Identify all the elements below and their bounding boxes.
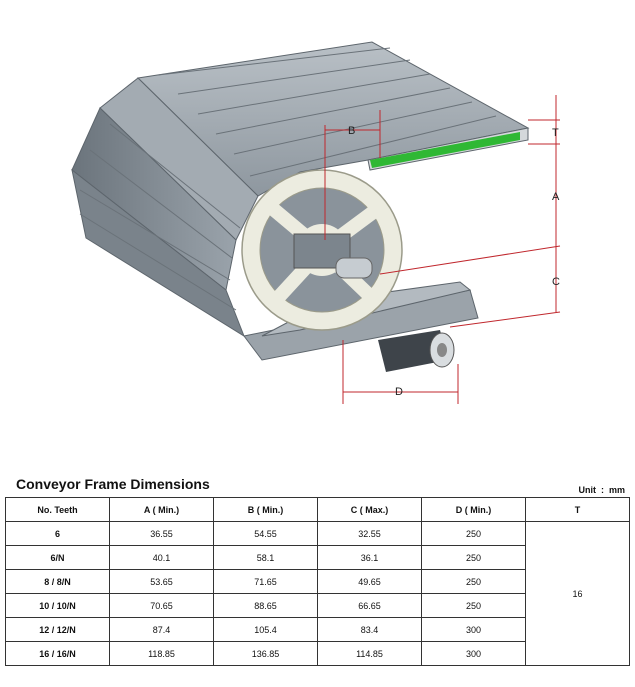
cell-teeth: 16 / 16/N: [5, 641, 110, 666]
table-header-row: No. Teeth A ( Min.) B ( Min.) C ( Max.) …: [5, 497, 630, 522]
column-header-teeth: No. Teeth: [5, 497, 110, 522]
dimension-a-label: A: [552, 191, 560, 203]
cell-a: 118.85: [109, 641, 214, 666]
cell-teeth: 8 / 8/N: [5, 569, 110, 594]
cell-c: 114.85: [317, 641, 422, 666]
dimension-d-label: D: [395, 386, 403, 398]
conveyor-belt-diagram: B T A C D: [71, 41, 561, 404]
cell-d: 300: [421, 641, 526, 666]
cell-a: 53.65: [109, 569, 214, 594]
cell-b: 136.85: [213, 641, 318, 666]
cell-a: 70.65: [109, 593, 214, 618]
cell-b: 71.65: [213, 569, 318, 594]
idler-roller: [378, 330, 455, 372]
table-title: Conveyor Frame Dimensions: [16, 476, 210, 492]
column-header-b: B ( Min.): [213, 497, 318, 522]
cell-c: 49.65: [317, 569, 422, 594]
table-row: 6 36.55 54.55 32.55 250 16: [5, 521, 630, 666]
dimensions-table: No. Teeth A ( Min.) B ( Min.) C ( Max.) …: [5, 497, 630, 666]
cell-a: 36.55: [109, 521, 214, 546]
column-header-t: T: [525, 497, 630, 522]
dimension-b-label: B: [348, 125, 355, 137]
cell-b: 54.55: [213, 521, 318, 546]
cell-d: 250: [421, 593, 526, 618]
cell-b: 58.1: [213, 545, 318, 570]
column-header-d: D ( Min.): [421, 497, 526, 522]
cell-d: 250: [421, 545, 526, 570]
table-row: 12 / 12/N 87.4 105.4 83.4 300: [5, 617, 630, 642]
belt-profile-green: [370, 132, 520, 168]
cell-d: 250: [421, 569, 526, 594]
cell-d: 250: [421, 521, 526, 546]
cell-a: 87.4: [109, 617, 214, 642]
cell-c: 36.1: [317, 545, 422, 570]
cell-a: 40.1: [109, 545, 214, 570]
dimension-t-label: T: [552, 127, 559, 139]
table-row: 16 / 16/N 118.85 136.85 114.85 300: [5, 641, 630, 666]
cell-c: 83.4: [317, 617, 422, 642]
cell-teeth: 12 / 12/N: [5, 617, 110, 642]
cell-teeth: 10 / 10/N: [5, 593, 110, 618]
table-row: 6/N 40.1 58.1 36.1 250: [5, 545, 630, 570]
cell-b: 88.65: [213, 593, 318, 618]
cell-c: 32.55: [317, 521, 422, 546]
cell-b: 105.4: [213, 617, 318, 642]
cell-teeth: 6/N: [5, 545, 110, 570]
belt-hinge-lines: [79, 47, 497, 311]
dimension-lines: [324, 95, 561, 404]
cell-t: 16: [525, 521, 630, 666]
table-row: 8 / 8/N 53.65 71.65 49.65 250: [5, 569, 630, 594]
cell-d: 300: [421, 617, 526, 642]
unit-label: Unit : mm: [578, 485, 626, 495]
column-header-a: A ( Min.): [109, 497, 214, 522]
cell-c: 66.65: [317, 593, 422, 618]
cell-teeth: 6: [5, 521, 110, 546]
dimension-c-label: C: [552, 276, 560, 288]
column-header-c: C ( Max.): [317, 497, 422, 522]
sprocket: [241, 169, 403, 331]
